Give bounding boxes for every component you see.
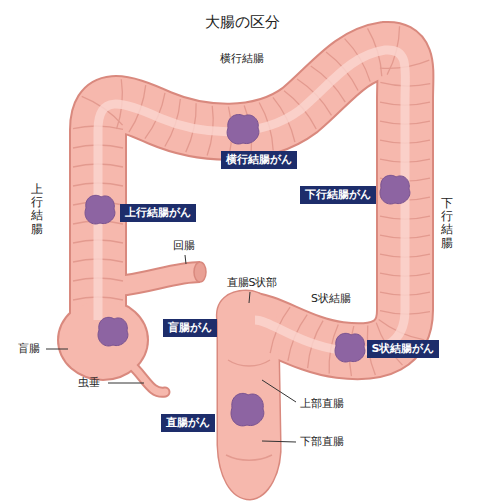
leader-line: [108, 383, 144, 384]
part-label: 虫垂: [78, 376, 100, 390]
leader-line: [249, 292, 250, 303]
cancer-label-box: 盲腸がん: [163, 319, 217, 337]
leader-line: [185, 255, 186, 264]
tumor: [98, 317, 128, 346]
cancer-label: 盲腸がん: [168, 321, 212, 335]
tumor: [227, 115, 259, 144]
part-label: S状結腸: [311, 292, 351, 306]
cancer-label: S状結腸がん: [372, 342, 435, 356]
ileum-opening: [194, 262, 206, 282]
tumor: [335, 333, 365, 362]
ileum-outline: [118, 272, 200, 286]
tumor: [231, 393, 264, 426]
cancer-label: 上行結腸がん: [125, 206, 191, 220]
part-label: 直腸S状部: [227, 276, 278, 290]
ileum-tube: [118, 272, 200, 286]
leader-line: [262, 380, 296, 402]
leader-line: [262, 441, 296, 442]
part-label: 回腸: [173, 239, 195, 253]
cancer-label-box: 直腸がん: [161, 414, 215, 432]
part-label: 上部直腸: [300, 397, 344, 411]
rectum-fold: [226, 360, 272, 460]
cancer-label-box: 上行結腸がん: [120, 204, 196, 222]
cancer-label: 直腸がん: [166, 416, 210, 430]
leader-line: [46, 349, 68, 350]
tumor: [85, 195, 115, 224]
cancer-label: 下行結腸がん: [305, 188, 371, 202]
cecum: [59, 301, 147, 379]
cancer-label-box: 下行結腸がん: [300, 186, 376, 204]
cancer-label: 横行結腸がん: [226, 153, 292, 167]
part-label: 下行結腸: [441, 197, 453, 250]
cancer-label-box: 横行結腸がん: [221, 151, 297, 169]
tumors: [85, 115, 410, 426]
diagram-title: 大腸の区分: [205, 13, 280, 32]
fill-layer: [59, 50, 405, 499]
haustra-lines: [73, 26, 430, 376]
taenia-band: [98, 50, 405, 351]
part-label: 上行結腸: [31, 183, 43, 236]
part-label: 下部直腸: [300, 435, 344, 449]
cancer-label-box: S状結腸がん: [367, 340, 440, 358]
part-label: 盲腸: [18, 342, 40, 356]
leader-lines: [46, 255, 296, 442]
part-label: 横行結腸: [220, 52, 264, 66]
tumor: [380, 175, 410, 204]
outline-layer: [57, 50, 405, 499]
